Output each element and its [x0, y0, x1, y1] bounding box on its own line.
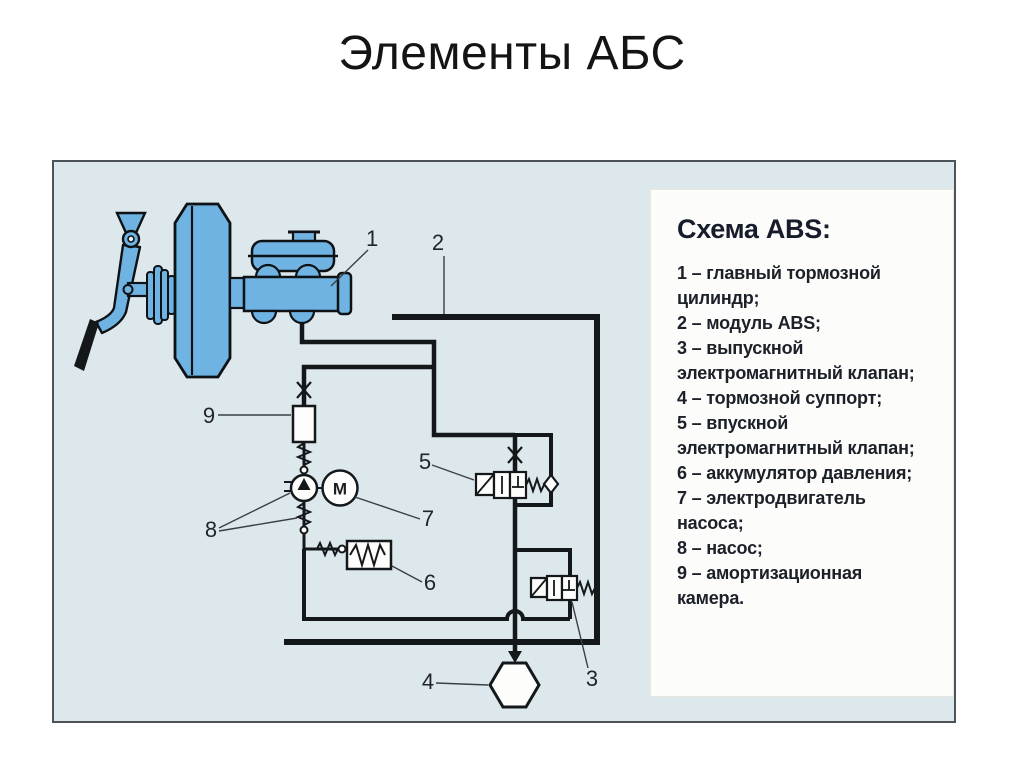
callout-7: 7: [422, 506, 434, 531]
legend-item-text: – насос;: [691, 538, 763, 558]
legend-item: 2 – модуль ABS;: [677, 311, 927, 336]
callout-4: 4: [422, 669, 434, 694]
callout-1: 1: [366, 226, 378, 251]
legend-item-number: 2: [677, 313, 687, 333]
diagram-panel: M: [52, 160, 956, 723]
brake-pedal: [74, 211, 152, 371]
legend-panel: Схема ABS: 1 – главный тормозной цилиндр…: [650, 189, 954, 697]
callout-6: 6: [424, 570, 436, 595]
flow-arrow-icon: [508, 651, 522, 663]
callout-3: 3: [586, 666, 598, 691]
booster-pushrod-boot: [146, 265, 176, 325]
brake-caliper: [488, 661, 541, 709]
legend-item-text: – главный тормозной цилиндр;: [677, 263, 881, 308]
legend-item-text: – электродвигатель насоса;: [677, 488, 866, 533]
legend-item-number: 7: [677, 488, 687, 508]
master-cylinder: [242, 230, 353, 325]
legend-item: 1 – главный тормозной цилиндр;: [677, 261, 927, 311]
legend-item-text: – аккумулятор давления;: [691, 463, 913, 483]
page-title: Элементы АБС: [338, 27, 686, 80]
legend-item: 4 – тормозной суппорт;: [677, 386, 927, 411]
legend-item-number: 9: [677, 563, 687, 583]
outlet-solenoid-valve: [529, 574, 596, 602]
legend-item-number: 6: [677, 463, 687, 483]
pressure-accumulator: [345, 539, 393, 571]
callout-5: 5: [419, 449, 431, 474]
callout-leaders: [218, 249, 589, 686]
callout-2: 2: [432, 230, 444, 255]
damper-chamber: [291, 404, 317, 444]
legend-item-number: 1: [677, 263, 687, 283]
abs-schematic: M: [74, 202, 600, 709]
pump: [284, 473, 322, 503]
callout-8: 8: [205, 517, 217, 542]
electric-motor: M: [321, 469, 359, 507]
vacuum-booster: [173, 202, 246, 379]
legend-item-number: 8: [677, 538, 687, 558]
legend-item: 9 – амортизационная камера.: [677, 561, 927, 611]
legend-item: 6 – аккумулятор давления;: [677, 461, 927, 486]
legend-item-text: – амортизационная камера.: [677, 563, 863, 608]
legend-item-number: 5: [677, 413, 687, 433]
check-valve-icons: [295, 442, 347, 558]
legend-item-text: – тормозной суппорт;: [691, 388, 883, 408]
legend-item: 5 – впускной электромагнитный клапан;: [677, 411, 927, 461]
legend-item-number: 4: [677, 388, 687, 408]
legend-item-text: – впускной электромагнитный клапан;: [677, 413, 915, 458]
legend-item-text: – модуль ABS;: [691, 313, 821, 333]
callout-numbers: 1 2 3 4 5 6 7 8 9: [203, 226, 598, 694]
callout-9: 9: [203, 403, 215, 428]
inlet-solenoid-valve: [474, 470, 560, 500]
legend-heading: Схема ABS:: [677, 214, 831, 244]
legend-item: 8 – насос;: [677, 536, 927, 561]
legend-item-text: – выпускной электромагнитный клапан;: [677, 338, 915, 383]
legend-item: 3 – выпускной электромагнитный клапан;: [677, 336, 927, 386]
abs-module-outline: [284, 314, 600, 645]
legend-item: 7 – электродвигатель насоса;: [677, 486, 927, 536]
restriction-icon: [296, 381, 523, 464]
motor-label: M: [333, 480, 347, 499]
legend-item-number: 3: [677, 338, 687, 358]
